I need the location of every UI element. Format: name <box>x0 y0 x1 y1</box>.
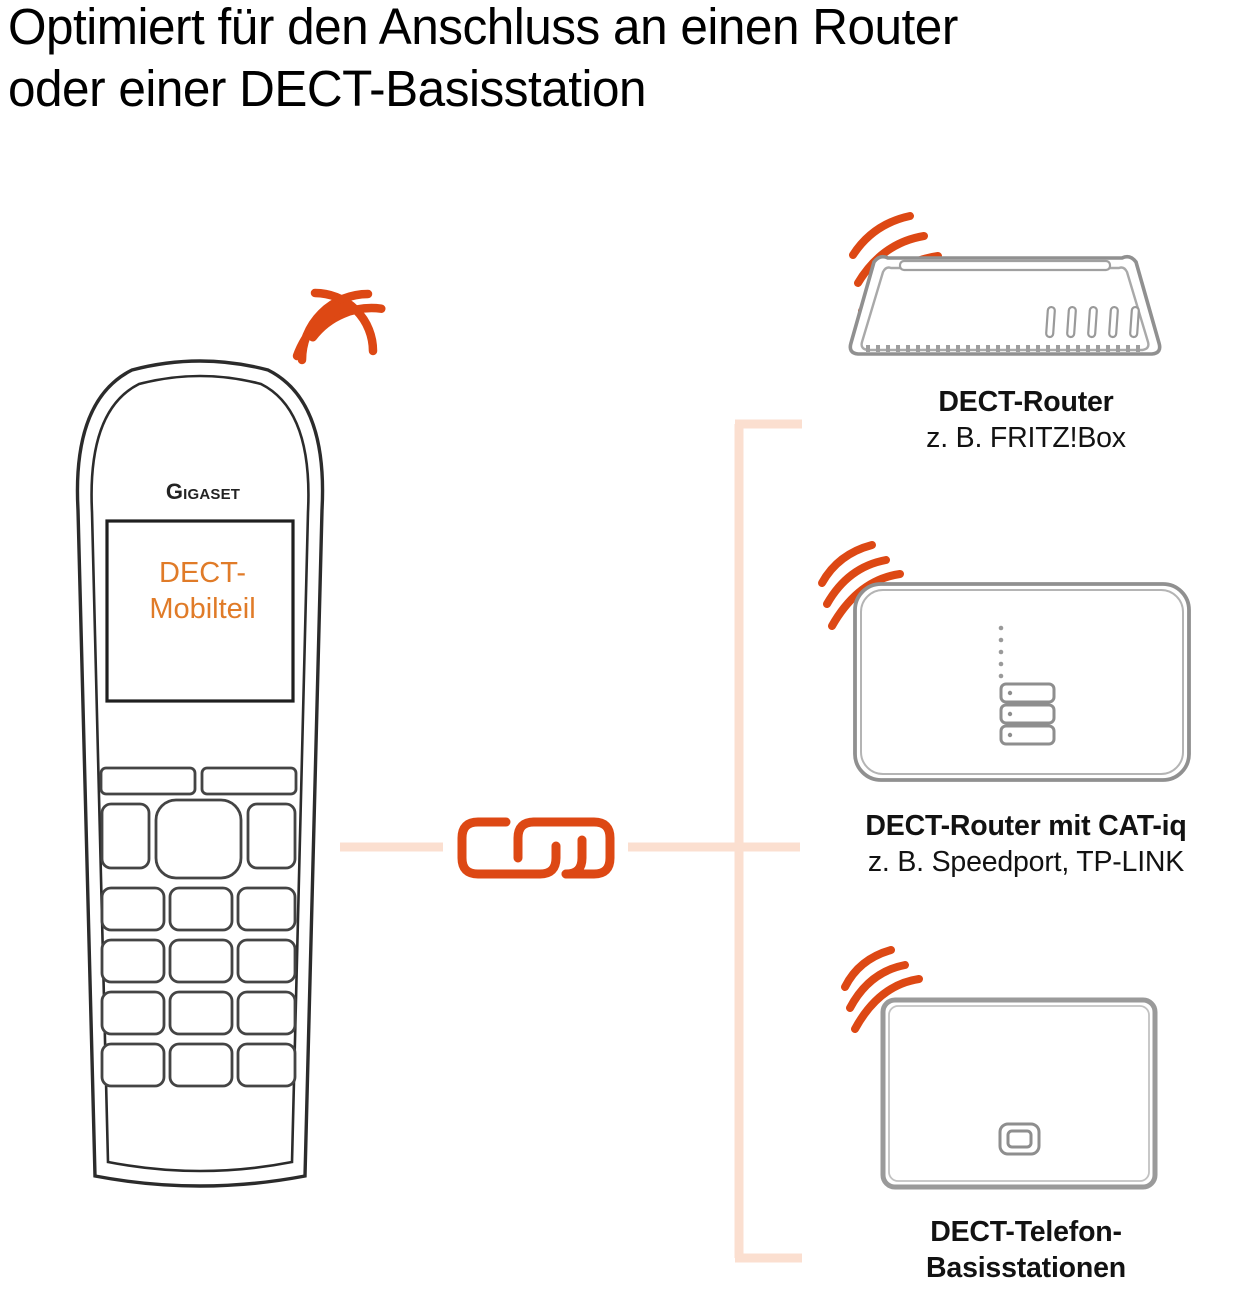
keypad-key <box>236 938 297 984</box>
connection-bracket <box>340 419 802 1263</box>
handset-signal-waves <box>292 301 351 361</box>
keypad-key <box>168 938 234 984</box>
device-subtitle: z. B. Speedport, TP-LINK <box>867 846 1185 879</box>
handset-softkeys <box>99 766 298 796</box>
handset-navigation-row <box>100 798 297 880</box>
catiq-signal-dots <box>998 625 1004 679</box>
router-vent <box>1087 305 1098 339</box>
base-paging-button-icon <box>998 1122 1041 1156</box>
base-body-inner <box>888 1005 1150 1182</box>
page-headline: Optimiert für den Anschluss an einen Rou… <box>8 0 958 118</box>
catiq-server-leds <box>1007 690 1013 738</box>
modem-stack-device-icon <box>818 541 1191 782</box>
catiq-server-stack-icon <box>999 682 1056 746</box>
device-subtitle: Basisstationen <box>926 1252 1126 1285</box>
device-subtitle: z. B. FRITZ!Box <box>926 422 1126 455</box>
router-body <box>848 254 1162 356</box>
router-led-strip <box>866 345 1140 352</box>
device-title: DECT-Router mit CAT-iq <box>865 810 1187 842</box>
keypad-key <box>100 938 166 984</box>
router-vent <box>1129 305 1140 339</box>
keypad-key <box>168 1042 234 1088</box>
router-vent <box>1045 305 1056 339</box>
catiq-body-inner <box>860 589 1184 775</box>
keypad-key <box>168 990 234 1036</box>
handset-screen-label: DECT- Mobilteil <box>149 557 256 625</box>
device-title: DECT-Telefon- <box>930 1216 1122 1248</box>
router-body-inner <box>860 266 1150 352</box>
keypad-key <box>236 886 297 932</box>
key-nav-center <box>154 798 243 880</box>
device-title: DECT-Router <box>938 386 1114 418</box>
chain-link-icon <box>457 817 615 879</box>
base-body <box>880 997 1158 1190</box>
keypad-key <box>168 886 234 932</box>
keypad-key <box>100 990 166 1036</box>
keypad-key <box>236 1042 297 1088</box>
softkey-right <box>200 766 298 796</box>
keypad-key <box>236 990 297 1036</box>
handset-inner-shell <box>90 374 310 1173</box>
softkey-left <box>99 766 197 796</box>
router-vent <box>1108 305 1119 339</box>
key-nav-right <box>246 802 297 870</box>
catiq-body <box>853 582 1191 782</box>
device-label-dect-router-catiq: DECT-Router mit CAT-iq z. B. Speedport, … <box>814 808 1234 881</box>
router-vent <box>1066 305 1077 339</box>
device-label-dect-base-station: DECT-Telefon- Basisstationen <box>846 1214 1206 1287</box>
handset-numeric-keypad <box>100 886 297 1088</box>
keypad-key <box>100 886 166 932</box>
handset-screen <box>105 519 295 703</box>
router-top-strip <box>898 259 1112 272</box>
dect-handset-illustration <box>75 288 386 1188</box>
base-station-device-icon <box>841 946 1158 1190</box>
base-signal-waves-icon <box>841 946 923 1033</box>
keypad-key <box>100 1042 166 1088</box>
device-label-dect-router: DECT-Router z. B. FRITZ!Box <box>846 384 1206 457</box>
router-vent-slots <box>1045 305 1140 339</box>
router-device-icon <box>848 212 1162 356</box>
handset-brand-label: Gigaset <box>165 479 241 504</box>
key-nav-left <box>100 802 151 870</box>
